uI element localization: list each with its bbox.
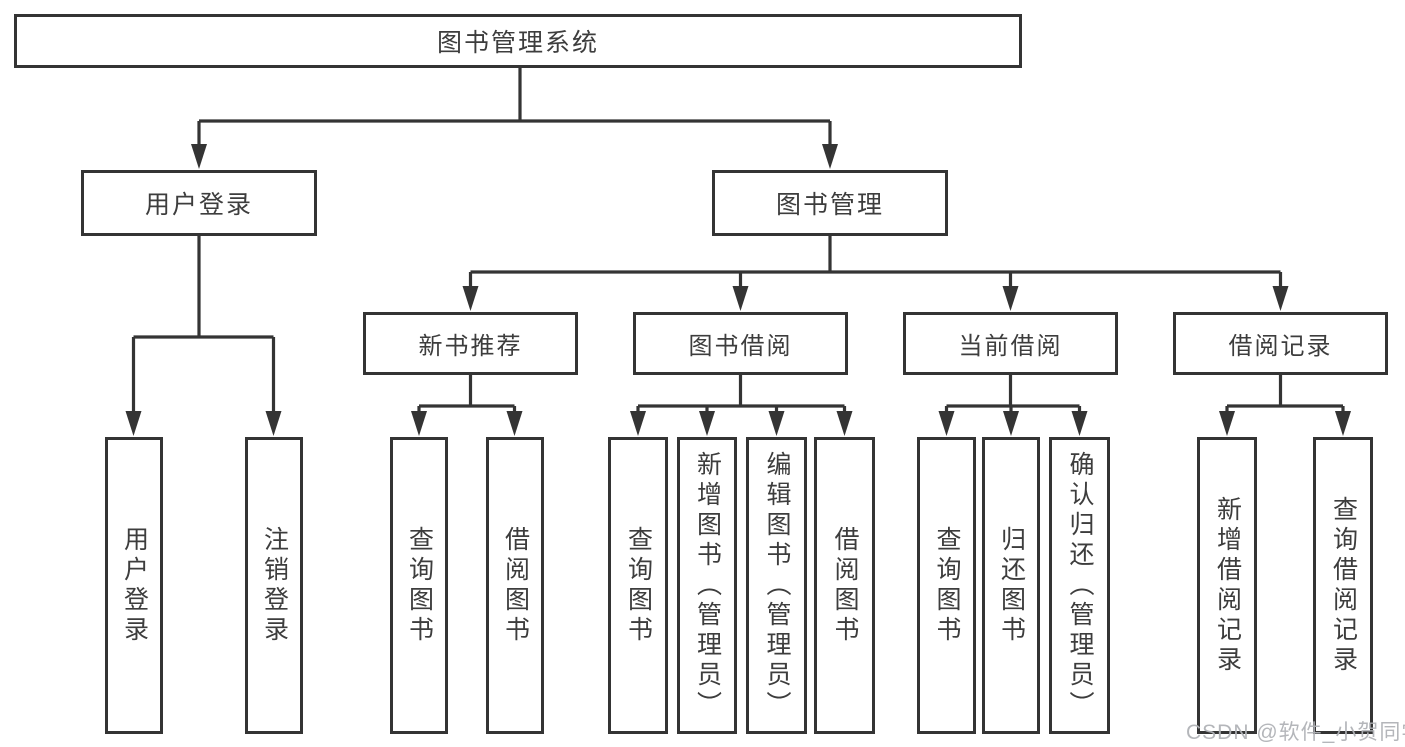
leaf-add-record-label: 新增借阅记录 — [1213, 495, 1242, 676]
arrowhead — [411, 411, 427, 436]
leaf-borrow-add-book: 新增图书（管理员） — [677, 437, 737, 734]
leaf-newbook-borrow: 借阅图书 — [486, 437, 544, 734]
leaf-newbook-query-label: 查询图书 — [405, 525, 434, 646]
leaf-borrow-query: 查询图书 — [608, 437, 668, 734]
node-current-borrow-label: 当前借阅 — [958, 333, 1063, 360]
node-book-borrow-label: 图书借阅 — [688, 333, 793, 360]
leaf-logout: 注销登录 — [245, 437, 303, 734]
arrowhead — [1002, 286, 1019, 311]
connector-new-book-children — [417, 375, 517, 413]
connector-root-to-level2 — [197, 67, 832, 146]
connector-lines — [131, 67, 1345, 413]
node-new-book-rec-label: 新书推荐 — [418, 333, 523, 360]
node-new-book-rec: 新书推荐 — [363, 312, 578, 375]
node-current-borrow: 当前借阅 — [903, 312, 1118, 375]
arrowhead — [506, 411, 523, 436]
node-borrow-records-label: 借阅记录 — [1228, 333, 1333, 360]
arrowhead — [462, 286, 479, 311]
connector-current-borrow-children — [944, 375, 1082, 413]
arrowheads — [125, 144, 1351, 436]
leaf-confirm-return: 确认归还（管理员） — [1049, 437, 1110, 734]
leaf-query-record-label: 查询借阅记录 — [1329, 495, 1358, 676]
arrowhead — [630, 411, 646, 436]
leaf-user-login: 用户登录 — [105, 437, 163, 734]
connector-user-login-children — [131, 235, 276, 413]
arrowhead — [822, 144, 838, 169]
connector-book-borrow-children — [636, 375, 847, 413]
node-user-login-label: 用户登录 — [144, 191, 253, 219]
node-root-label: 图书管理系统 — [436, 29, 599, 57]
leaf-borrow-query-label: 查询图书 — [624, 525, 653, 646]
arrowhead — [1335, 411, 1351, 436]
arrowhead — [1071, 411, 1088, 436]
leaf-borrow-add-book-label: 新增图书（管理员） — [693, 450, 722, 721]
node-book-mgmt: 图书管理 — [712, 170, 948, 236]
leaf-user-login-label: 用户登录 — [120, 525, 149, 646]
leaf-return-book-label: 归还图书 — [997, 525, 1026, 646]
node-user-login: 用户登录 — [81, 170, 317, 236]
leaf-confirm-return-label: 确认归还（管理员） — [1066, 450, 1094, 721]
arrowhead — [938, 411, 955, 436]
leaf-borrow-book-label: 借阅图书 — [831, 525, 859, 646]
leaf-current-query: 查询图书 — [917, 437, 976, 734]
node-book-borrow: 图书借阅 — [633, 312, 848, 375]
arrowhead — [732, 286, 749, 311]
leaf-newbook-query: 查询图书 — [390, 437, 448, 734]
leaf-newbook-borrow-label: 借阅图书 — [501, 525, 530, 646]
leaf-query-record: 查询借阅记录 — [1313, 437, 1373, 734]
leaf-logout-label: 注销登录 — [260, 525, 289, 646]
leaf-borrow-edit-book: 编辑图书（管理员） — [746, 437, 807, 734]
node-book-mgmt-label: 图书管理 — [775, 191, 884, 219]
connector-book-mgmt-groups — [468, 235, 1283, 288]
arrowhead — [1272, 286, 1289, 311]
leaf-current-query-label: 查询图书 — [933, 525, 961, 646]
watermark: CSDN @软件_小贺同学 — [1186, 721, 1405, 744]
arrowhead — [191, 144, 207, 169]
arrowhead — [699, 411, 715, 436]
arrowhead — [1219, 411, 1235, 436]
leaf-borrow-edit-book-label: 编辑图书（管理员） — [763, 450, 791, 721]
leaf-add-record: 新增借阅记录 — [1197, 437, 1257, 734]
connector-borrow-records-children — [1225, 375, 1345, 413]
leaf-borrow-book: 借阅图书 — [814, 437, 875, 734]
arrowhead — [125, 411, 142, 436]
arrowhead — [768, 411, 785, 436]
node-borrow-records: 借阅记录 — [1173, 312, 1388, 375]
arrowhead — [1003, 411, 1019, 436]
arrowhead — [265, 411, 282, 436]
node-root: 图书管理系统 — [14, 14, 1022, 68]
arrowhead — [836, 411, 853, 436]
leaf-return-book: 归还图书 — [982, 437, 1040, 734]
